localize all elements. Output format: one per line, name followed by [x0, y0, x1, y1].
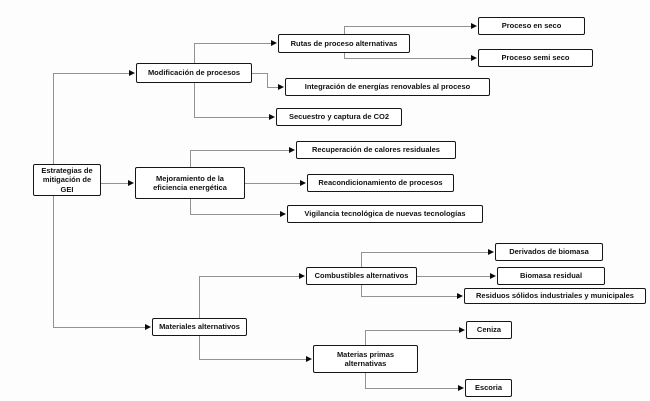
connector-line: [190, 150, 289, 151]
node-label: Escoria: [474, 383, 503, 393]
node-secuestro-captura-co2: Secuestro y captura de CO2: [276, 108, 402, 126]
connector-line: [365, 388, 458, 389]
connector-line: [361, 285, 362, 296]
arrowhead-icon: [129, 70, 135, 76]
node-label: Modificación de procesos: [147, 68, 241, 78]
node-label: Combustibles alternativos: [314, 271, 409, 281]
arrowhead-icon: [471, 55, 477, 61]
node-derivados-de-biomasa: Derivados de biomasa: [495, 243, 603, 261]
connector-line: [194, 117, 269, 118]
arrowhead-icon: [471, 23, 477, 29]
connector-line: [194, 83, 195, 117]
node-label: Materiales alternativos: [159, 322, 240, 332]
connector-line: [53, 73, 54, 164]
node-label: Mejoramiento de la eficiencia energética: [153, 173, 227, 192]
arrowhead-icon: [490, 273, 496, 279]
node-label: Reacondicionamiento de procesos: [318, 178, 443, 188]
node-label: Vigilancia tecnológica de nuevas tecnolo…: [304, 209, 466, 219]
node-label: Biomasa residual: [519, 271, 583, 281]
arrowhead-icon: [145, 324, 151, 330]
connector-line: [190, 214, 280, 215]
node-modificacion-de-procesos: Modificación de procesos: [136, 63, 252, 83]
node-ceniza: Ceniza: [466, 321, 512, 339]
connector-line: [53, 327, 145, 328]
node-integracion-energias-renovables: Integración de energías renovables al pr…: [285, 78, 490, 96]
arrowhead-icon: [488, 249, 494, 255]
arrowhead-icon: [300, 180, 306, 186]
arrowhead-icon: [458, 385, 464, 391]
node-estrategias-mitigacion-gei: Estrategias de mitigación de GEI: [33, 164, 101, 196]
arrowhead-icon: [289, 147, 295, 153]
connector-line: [190, 150, 191, 167]
connector-line: [344, 53, 345, 58]
connector-line: [344, 26, 345, 34]
node-label: Ceniza: [476, 325, 502, 335]
arrowhead-icon: [459, 327, 465, 333]
node-biomasa-residual: Biomasa residual: [497, 267, 605, 285]
connector-line: [101, 183, 128, 184]
node-combustibles-alternativos: Combustibles alternativos: [306, 267, 417, 285]
node-label: Materias primas alternativas: [336, 349, 395, 368]
connector-line: [199, 336, 200, 359]
connector-line: [365, 330, 366, 345]
node-reacondicionamiento-de-procesos: Reacondicionamiento de procesos: [307, 174, 454, 192]
arrowhead-icon: [306, 356, 312, 362]
node-materiales-alternativos: Materiales alternativos: [152, 318, 247, 336]
connector-line: [365, 330, 459, 331]
arrowhead-icon: [278, 84, 284, 90]
connector-line: [199, 276, 200, 318]
connector-line: [199, 276, 299, 277]
connector-line: [344, 58, 471, 59]
node-label: Rutas de proceso alternativas: [290, 38, 398, 48]
connector-line: [252, 73, 267, 74]
connector-line: [199, 359, 306, 360]
arrowhead-icon: [280, 211, 286, 217]
node-rutas-de-proceso-alternativas: Rutas de proceso alternativas: [278, 34, 410, 53]
node-proceso-semi-seco: Proceso semi seco: [478, 49, 593, 67]
connector-line: [267, 87, 278, 88]
node-mejoramiento-eficiencia-energetica: Mejoramiento de la eficiencia energética: [135, 167, 245, 199]
node-recuperacion-calores-residuales: Recuperación de calores residuales: [296, 141, 456, 159]
arrowhead-icon: [271, 40, 277, 46]
node-label: Proceso semi seco: [501, 53, 570, 63]
connector-line: [194, 43, 195, 63]
connector-line: [361, 252, 488, 253]
node-label: Estrategias de mitigación de GEI: [41, 165, 93, 194]
node-residuos-solidos: Residuos sólidos industriales y municipa…: [464, 288, 646, 304]
connector-line: [53, 73, 129, 74]
node-proceso-en-seco: Proceso en seco: [478, 17, 585, 35]
connector-line: [417, 276, 490, 277]
connector-line: [267, 73, 268, 87]
node-escoria: Escoria: [465, 379, 512, 397]
node-vigilancia-tecnologica: Vigilancia tecnológica de nuevas tecnolo…: [287, 205, 483, 223]
connector-line: [190, 199, 191, 214]
arrowhead-icon: [269, 114, 275, 120]
node-label: Recuperación de calores residuales: [312, 145, 440, 155]
node-label: Integración de energías renovables al pr…: [304, 82, 471, 92]
connector-line: [53, 196, 54, 327]
connector-line: [361, 252, 362, 267]
arrowhead-icon: [299, 273, 305, 279]
node-materias-primas-alternativas: Materias primas alternativas: [313, 345, 418, 373]
connector-line: [365, 373, 366, 388]
connector-line: [194, 43, 271, 44]
node-label: Residuos sólidos industriales y municipa…: [476, 291, 634, 301]
node-label: Derivados de biomasa: [509, 247, 589, 257]
connector-line: [361, 296, 457, 297]
arrowhead-icon: [457, 293, 463, 299]
node-label: Secuestro y captura de CO2: [288, 112, 390, 122]
connector-line: [245, 183, 300, 184]
node-label: Proceso en seco: [501, 21, 562, 31]
connector-line: [344, 26, 471, 27]
arrowhead-icon: [128, 180, 134, 186]
